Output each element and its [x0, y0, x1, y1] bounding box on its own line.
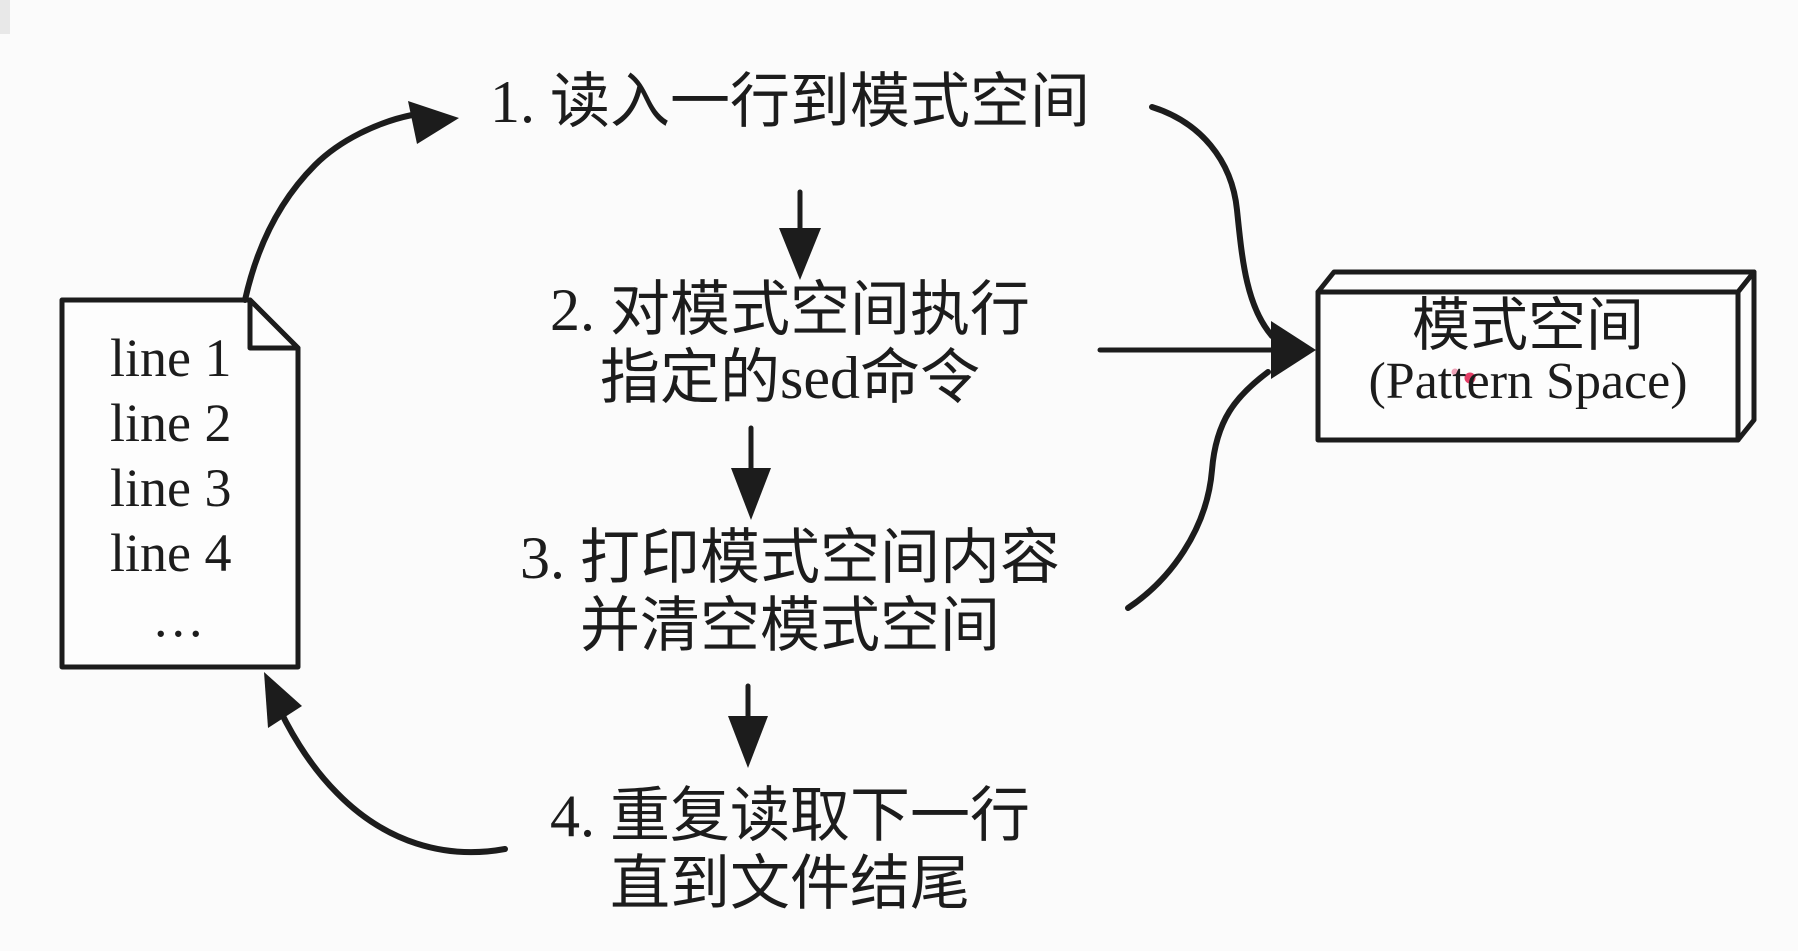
pattern-space-box-front-face	[1315, 289, 1741, 443]
step-1-read-line: 1. 读入一行到模式空间	[430, 68, 1150, 136]
folded-corner-icon	[247, 297, 301, 351]
step-3-text-line2: 并清空模式空间	[580, 593, 1000, 659]
file-line: line 3	[110, 458, 232, 518]
step-4-repeat-until-eof: 4. 重复读取下一行 直到文件结尾	[430, 782, 1150, 918]
arrowhead-icon	[264, 672, 302, 728]
step-2-run-sed-commands: 2. 对模式空间执行 指定的sed命令	[430, 276, 1150, 412]
curve-step3-to-pattern-space	[1125, 369, 1271, 611]
step-4-text-line2: 直到文件结尾	[610, 851, 970, 917]
step-4-text-line1: 4. 重复读取下一行	[550, 783, 1030, 849]
file-line: line 4	[110, 523, 232, 583]
step-2-text-line1: 2. 对模式空间执行	[550, 277, 1030, 343]
file-line-ellipsis: ...	[154, 588, 207, 648]
curve-step1-to-pattern-space	[1149, 104, 1275, 339]
source-file-lines: line 1 line 2 line 3 line 4 ...	[62, 300, 298, 667]
source-file-shape	[59, 297, 301, 670]
loop-arrow-file-to-step1	[242, 112, 415, 303]
pattern-space-subtitle: (Pattern Space)	[1368, 353, 1688, 410]
arrowhead-icon	[1271, 321, 1316, 379]
step-1-text: 1. 读入一行到模式空间	[490, 69, 1090, 135]
step-3-print-and-clear: 3. 打印模式空间内容 并清空模式空间	[430, 524, 1150, 660]
screen-edge-artifact	[0, 0, 10, 34]
arrowhead-icon	[408, 101, 459, 144]
loop-arrow-step4-to-file	[271, 694, 508, 856]
step-2-text-line2: 指定的sed命令	[600, 345, 980, 411]
laser-pointer-dot	[1464, 372, 1476, 384]
arrowhead-icon	[728, 716, 768, 768]
file-line: line 2	[110, 393, 232, 453]
step-3-text-line1: 3. 打印模式空间内容	[520, 525, 1060, 591]
laser-pointer-dot	[1451, 368, 1459, 376]
pattern-space-box-top-face	[1315, 269, 1757, 295]
arrowhead-icon	[731, 468, 771, 520]
file-line: line 1	[110, 328, 232, 388]
pattern-space-title: 模式空间	[1411, 293, 1644, 358]
arrowhead-icon	[779, 228, 821, 280]
